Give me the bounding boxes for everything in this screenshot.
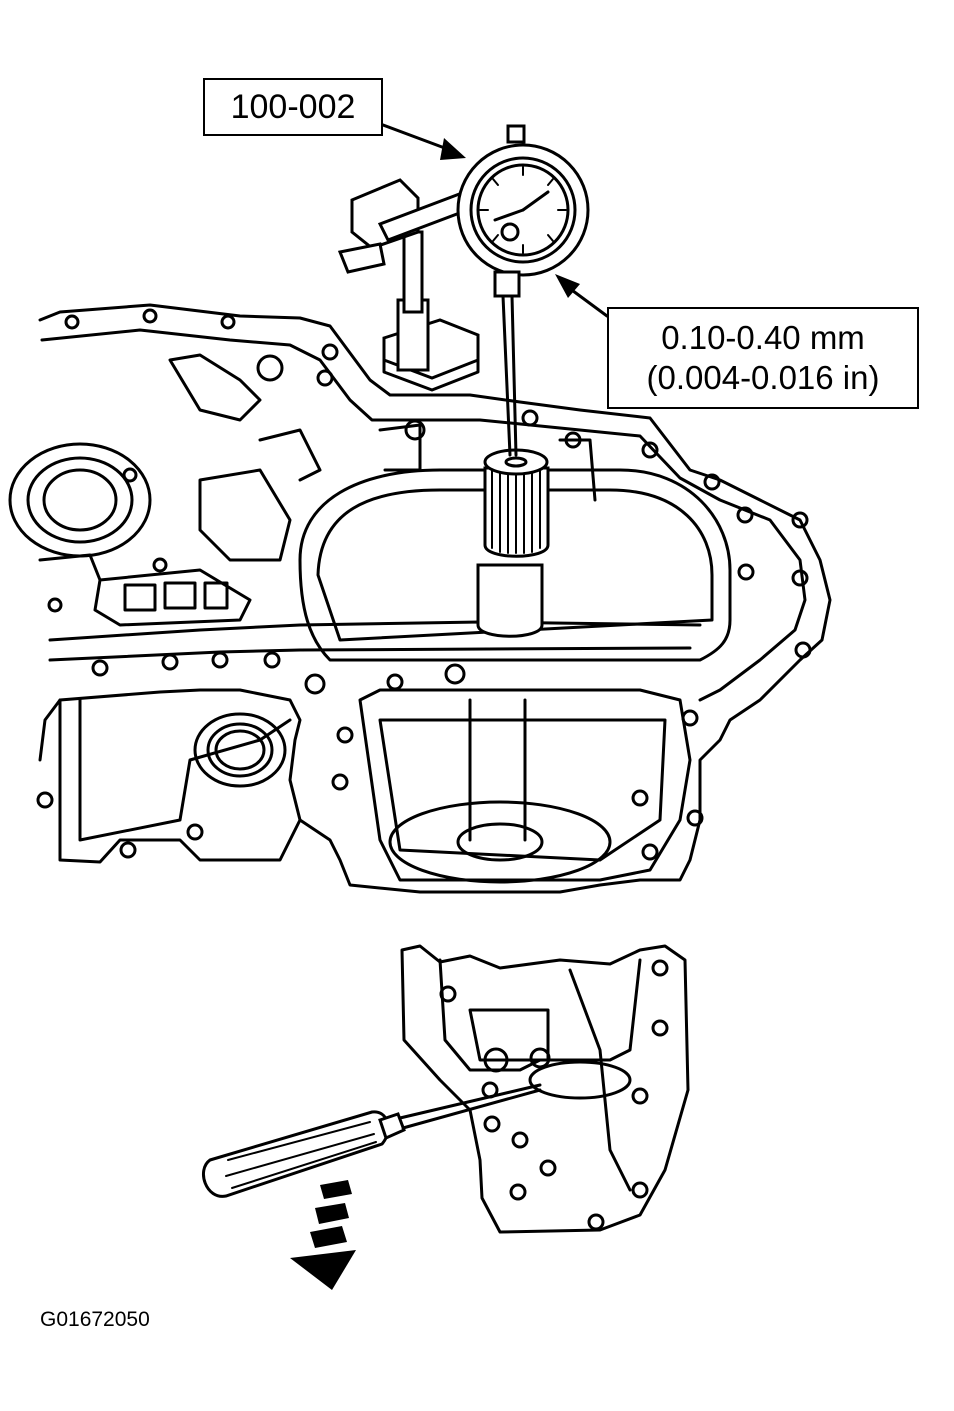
endplay-spec-label: 0.10-0.40 mm (0.004-0.016 in) <box>607 307 919 409</box>
input-shaft <box>468 448 550 842</box>
pry-direction-arrow <box>290 1180 356 1290</box>
transaxle-case <box>8 303 832 894</box>
spec-metric-text: 0.10-0.40 mm <box>661 319 865 356</box>
tool-number-text: 100-002 <box>230 87 356 126</box>
spec-imperial-text: (0.004-0.016 in) <box>646 359 880 396</box>
callout-leaders <box>373 120 609 318</box>
tool-number-label: 100-002 <box>203 78 383 136</box>
figure-id-label: G01672050 <box>40 1308 150 1331</box>
screwdriver <box>201 1083 542 1198</box>
dial-indicator-gauge <box>337 124 590 457</box>
oil-pan-detail <box>400 944 690 1234</box>
